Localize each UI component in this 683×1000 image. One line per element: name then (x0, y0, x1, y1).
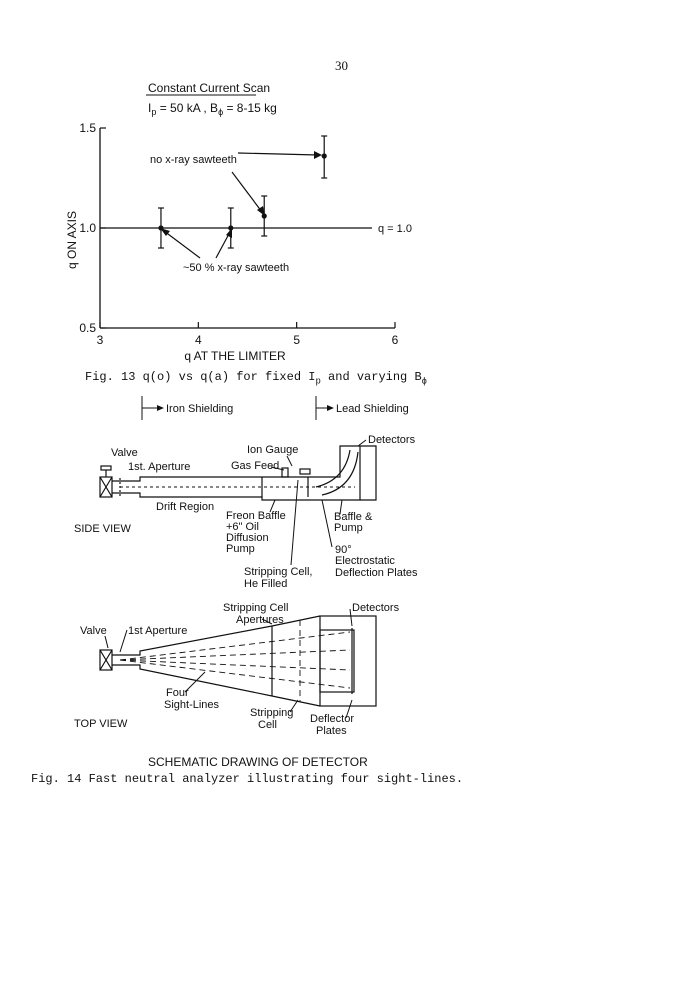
fig13-caption: Fig. 13 q(o) vs q(a) for fixed Ip and va… (85, 370, 428, 387)
deflector-plates-label: Deflector Plates (310, 713, 357, 737)
side-valve-label: Valve (111, 447, 138, 459)
fig14-caption: Fig. 14 Fast neutral analyzer illustrati… (31, 772, 464, 786)
data-point (228, 225, 234, 231)
side-stripping-cell-label: Stripping Cell, He Filled (244, 566, 316, 590)
gas-feed-label: Gas Feed (231, 460, 279, 472)
chart-conditions: Ip = 50 kA , Bϕ = 8-15 kg (148, 101, 277, 117)
lead-shielding-label: Lead Shielding (336, 403, 409, 415)
x-tick-label: 3 (97, 333, 104, 347)
top-view-label: TOP VIEW (74, 718, 128, 730)
iron-shielding-label: Iron Shielding (166, 403, 233, 415)
annotation-no-sawteeth: no x-ray sawteeth (150, 154, 237, 166)
reference-line-label: q = 1.0 (378, 223, 412, 235)
fig13-chart: Constant Current Scan Ip = 50 kA , Bϕ = … (65, 81, 412, 363)
y-tick-label: 1.5 (79, 121, 96, 135)
page-number: 30 (335, 58, 348, 73)
top-valve-label: Valve (80, 625, 107, 637)
x-tick-label: 5 (293, 333, 300, 347)
y-tick-label: 0.5 (79, 321, 96, 335)
top-view-drawing (99, 615, 377, 707)
top-stripping-cell-label: Stripping Cell (250, 707, 296, 731)
y-tick-label: 1.0 (79, 221, 96, 235)
data-point (321, 153, 327, 159)
x-axis-label: q AT THE LIMITER (184, 349, 286, 363)
x-ticks: 3 4 5 6 (97, 322, 399, 347)
side-detectors-label: Detectors (368, 434, 416, 446)
ion-gauge-label: Ion Gauge (247, 444, 298, 456)
baffle-pump-label: Baffle & Pump (334, 511, 375, 534)
schematic-title: SCHEMATIC DRAWING OF DETECTOR (148, 755, 368, 769)
deflection-plates-label: 90° Electrostatic Deflection Plates (335, 544, 418, 579)
x-tick-label: 6 (392, 333, 399, 347)
annotation-half-sawteeth: ~50 % x-ray sawteeth (183, 262, 289, 274)
data-point (261, 213, 267, 219)
freon-baffle-label: Freon Baffle +6" Oil Diffusion Pump (226, 510, 289, 555)
drift-region-label: Drift Region (156, 501, 214, 513)
y-axis-label: q ON AXIS (65, 211, 79, 269)
four-sight-lines-label: Four Sight-Lines (164, 687, 220, 711)
top-first-aperture-label: 1st Aperture (128, 625, 187, 637)
y-ticks: 0.5 1.0 1.5 (79, 121, 106, 335)
fig14-schematic: Iron Shielding Lead Shielding Valve 1st.… (74, 396, 418, 737)
x-tick-label: 4 (195, 333, 202, 347)
side-view-label: SIDE VIEW (74, 523, 131, 535)
top-detectors-label: Detectors (352, 602, 400, 614)
stripping-apertures-label: Stripping Cell Apertures (223, 602, 291, 626)
data-points (157, 135, 328, 249)
side-view-drawing (99, 445, 377, 501)
chart-heading: Constant Current Scan (148, 81, 270, 95)
side-first-aperture-label: 1st. Aperture (128, 461, 190, 473)
